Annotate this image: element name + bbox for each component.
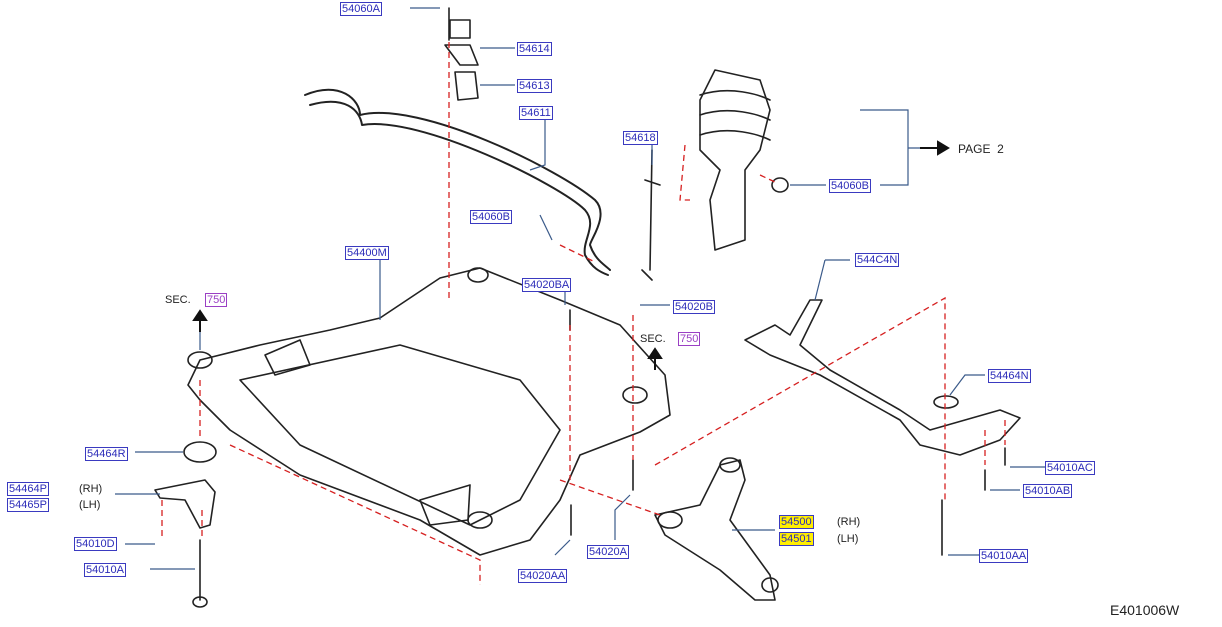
part-label-54465P[interactable]: 54465P — [7, 498, 49, 512]
side-lh-label: (LH) — [79, 499, 101, 511]
side-lh-label: (LH) — [837, 533, 859, 545]
part-label-54060B-link[interactable]: 54060B — [470, 210, 512, 224]
side-rh-label: (RH) — [79, 483, 103, 495]
part-label-54464P[interactable]: 54464P — [7, 482, 49, 496]
part-label-54020AA[interactable]: 54020AA — [518, 569, 568, 583]
part-label-54010AA[interactable]: 54010AA — [979, 549, 1029, 563]
part-label-54501-highlighted[interactable]: 54501 — [779, 532, 814, 546]
section-ref-label: SEC. — [165, 294, 191, 306]
part-label-54500-highlighted[interactable]: 54500 — [779, 515, 814, 529]
part-label-54613[interactable]: 54613 — [517, 79, 552, 93]
section-ref-link[interactable]: 750 — [678, 332, 701, 346]
section-ref-link[interactable]: 750 — [205, 293, 228, 307]
part-label-54611[interactable]: 54611 — [519, 106, 553, 120]
stabilizer-bar — [304, 88, 611, 271]
part-label-54010AB[interactable]: 54010AB — [1023, 484, 1073, 498]
part-label-544C4N[interactable]: 544C4N — [855, 253, 900, 267]
stabilizer-link — [641, 149, 661, 281]
lower-control-arm — [654, 459, 776, 601]
front-crossmember — [187, 267, 671, 556]
part-label-54020B[interactable]: 54020B — [673, 300, 715, 314]
part-label-54020BA[interactable]: 54020BA — [522, 278, 572, 292]
part-label-54464R[interactable]: 54464R — [85, 447, 128, 461]
part-label-54400M[interactable]: 54400M — [345, 246, 389, 260]
part-label-54010D[interactable]: 54010D — [74, 537, 117, 551]
part-label-54060B-strut[interactable]: 54060B — [829, 179, 871, 193]
brace — [744, 299, 1021, 456]
section-ref-label: SEC. — [640, 333, 666, 345]
part-label-54010A[interactable]: 54010A — [84, 563, 126, 577]
diagram-code: E401006W — [1110, 602, 1180, 618]
part-label-54464N[interactable]: 54464N — [988, 369, 1031, 383]
part-label-54020A[interactable]: 54020A — [587, 545, 629, 559]
part-label-54618[interactable]: 54618 — [623, 131, 658, 145]
part-label-54060A[interactable]: 54060A — [340, 2, 382, 16]
page-ref-link[interactable]: PAGE 2 — [958, 142, 1004, 156]
side-rh-label: (RH) — [837, 516, 861, 528]
part-label-54010AC[interactable]: 54010AC — [1045, 461, 1095, 475]
part-label-54614[interactable]: 54614 — [517, 42, 552, 56]
strut-assembly — [699, 69, 771, 251]
